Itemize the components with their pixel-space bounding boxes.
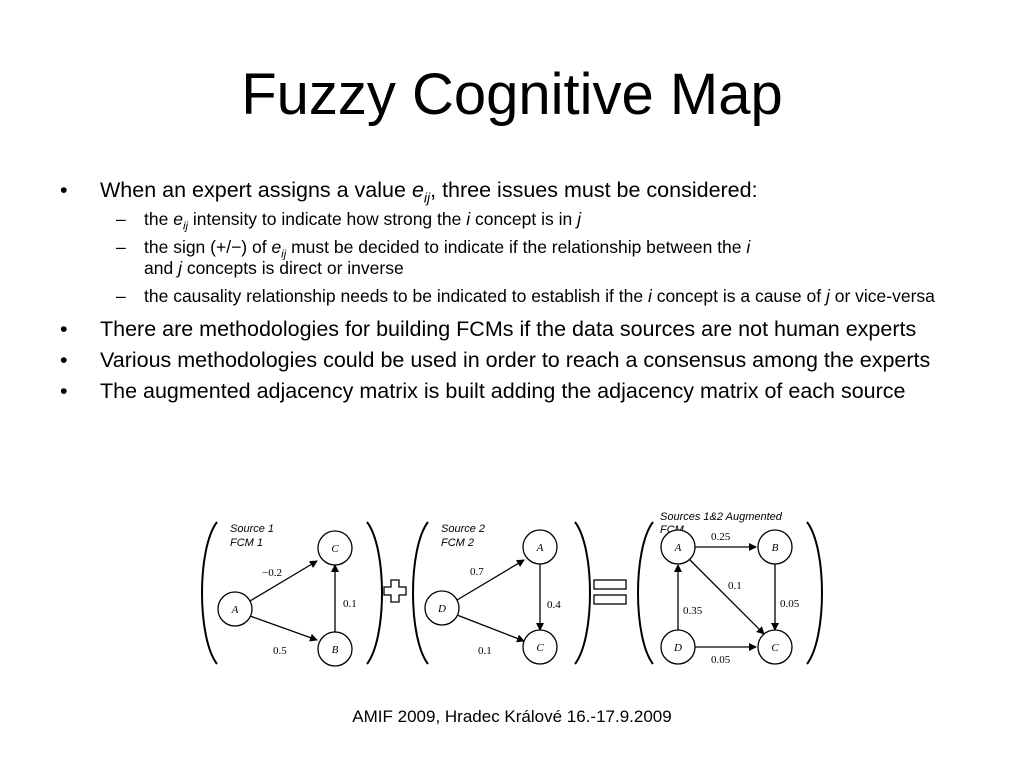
fcm2-label-d: D (437, 603, 446, 615)
fcm3-edge-a-c (688, 558, 765, 635)
dash-mark: – (116, 286, 126, 306)
fcm3-weight-a-c: 0.1 (728, 580, 742, 592)
dash-mark: – (116, 237, 126, 257)
fcm1-node-c (317, 530, 353, 566)
fcm2-label-c: C (536, 642, 544, 654)
fcm3-node-b (757, 529, 793, 565)
fcm1-node-a (217, 591, 253, 627)
fcm3-node-c (757, 629, 793, 665)
fcm1-weight-a-b: 0.5 (273, 645, 287, 657)
fcm1-edge-a-c (249, 560, 318, 602)
fcm3-weight-d-c: 0.05 (711, 654, 731, 666)
bullet-mark: • (60, 317, 68, 341)
fcm3-label-a: A (674, 542, 682, 554)
fcm2-edge-d-a (456, 559, 525, 601)
fcm1-weight-a-c: −0.2 (262, 567, 282, 579)
plus-icon (383, 579, 407, 603)
fcm3-weight-a-b: 0.25 (711, 531, 731, 543)
bullet-augmented-matrix: • The augmented adjacency matrix is buil… (60, 379, 906, 403)
fcm3-caption-source: Sources 1&2 Augmented (660, 511, 783, 523)
fcm3-right-bracket (806, 521, 823, 665)
fcm1-right-bracket (366, 521, 383, 665)
fcm2-weight-a-c: 0.4 (547, 599, 561, 611)
fcm2-panel: Source 2 FCM 2 0.7 0.1 0.4 D A C (412, 521, 591, 665)
fcm1-edge-a-b (249, 615, 318, 642)
fcm2-edge-d-c (456, 614, 525, 643)
bullet-methodologies-data: • There are methodologies for building F… (60, 317, 917, 341)
dash-mark: – (116, 209, 126, 229)
equals-icon-top (593, 579, 627, 590)
fcm2-weight-d-a: 0.7 (470, 566, 484, 578)
sub-bullet-causality: – the causality relationship needs to be… (116, 286, 935, 306)
bullet-expert-value: • When an expert assigns a value eij, th… (60, 178, 758, 206)
fcm2-left-bracket (412, 521, 429, 665)
sub-bullet-sign: – the sign (+/−) of eij must be decided … (116, 237, 751, 278)
slide-title: Fuzzy Cognitive Map (241, 62, 783, 127)
fcm1-weight-b-c: 0.1 (343, 598, 357, 610)
fcm3-weight-b-c: 0.05 (780, 598, 800, 610)
fcm3-weight-d-a: 0.35 (683, 605, 703, 617)
sub-bullet-intensity: – the eij intensity to indicate how stro… (116, 209, 581, 233)
slide-content: • When an expert assigns a value eij, th… (60, 178, 970, 410)
fcm3-left-bracket (637, 521, 654, 665)
fcm3-panel: Sources 1&2 Augmented FCM 0.25 0.1 0.05 … (637, 511, 823, 666)
fcm2-weight-d-c: 0.1 (478, 645, 492, 657)
fcm-figure: Source 1 FCM 1 −0.2 0.5 0.1 A C B Source… (195, 508, 835, 678)
sub-bullet-group: – the eij intensity to indicate how stro… (60, 209, 970, 307)
fcm3-label-c: C (771, 642, 779, 654)
slide-footer: AMIF 2009, Hradec Králové 16.-17.9.2009 (352, 707, 672, 726)
fcm1-label-c: C (331, 543, 339, 555)
fcm1-node-b (317, 631, 353, 667)
fcm3-node-d (660, 629, 696, 665)
fcm1-caption-fcm: FCM 1 (230, 537, 263, 549)
fcm2-label-a: A (536, 542, 544, 554)
bullet-methodologies-consensus: • Various methodologies could be used in… (60, 348, 931, 372)
fcm3-node-a (660, 529, 696, 565)
fcm2-caption-source: Source 2 (441, 523, 485, 535)
fcm2-right-bracket (574, 521, 591, 665)
fcm2-node-d (424, 590, 460, 626)
fcm2-node-c (522, 629, 558, 665)
fcm1-caption-source: Source 1 (230, 523, 274, 535)
bullet-mark: • (60, 178, 68, 202)
fcm2-node-a (522, 529, 558, 565)
fcm1-left-bracket (201, 521, 218, 665)
bullet-mark: • (60, 348, 68, 372)
equals-icon-bottom (593, 594, 627, 605)
fcm1-label-b: B (332, 644, 339, 656)
fcm3-label-b: B (772, 542, 779, 554)
fcm2-caption-fcm: FCM 2 (441, 537, 474, 549)
fcm1-panel: Source 1 FCM 1 −0.2 0.5 0.1 A C B (201, 521, 383, 667)
fcm1-label-a: A (231, 604, 239, 616)
fcm-diagram: Source 1 FCM 1 −0.2 0.5 0.1 A C B Source… (201, 511, 823, 667)
fcm3-label-d: D (673, 642, 682, 654)
bullet-mark: • (60, 379, 68, 403)
